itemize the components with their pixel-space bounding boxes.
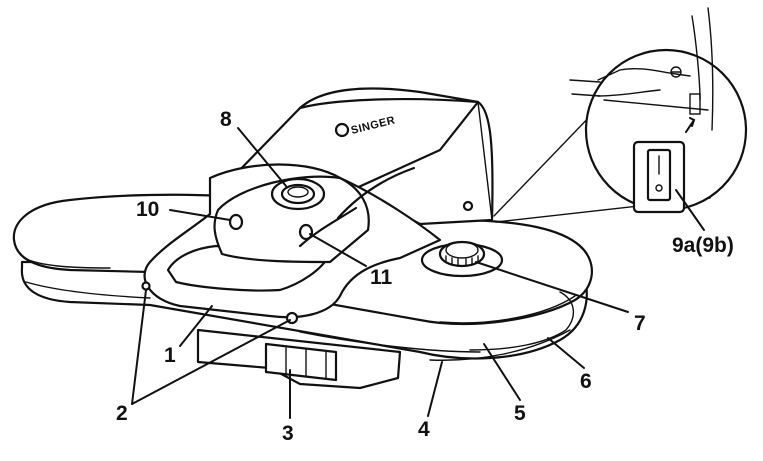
callout-1: 1 (164, 344, 176, 367)
callout-labels: 8 10 11 7 9a(9b) 1 2 3 4 5 6 (116, 108, 734, 445)
press-arm: SINGER (141, 87, 494, 325)
callout-11: 11 (370, 266, 393, 289)
leader-lines (131, 127, 705, 419)
callout-6: 6 (580, 370, 592, 393)
screw-icon (462, 200, 474, 212)
callout-9a-9b: 9a(9b) (672, 234, 734, 257)
callout-2: 2 (116, 402, 128, 425)
callout-4: 4 (418, 418, 430, 441)
indicator-light-10-icon (228, 213, 244, 231)
screw-icon (141, 281, 151, 291)
callout-7: 7 (634, 312, 646, 335)
callout-3: 3 (282, 422, 294, 445)
power-switch-inset (493, 7, 748, 223)
callout-8: 8 (220, 108, 232, 131)
callout-5: 5 (514, 402, 526, 425)
indicator-light-11-icon (298, 223, 314, 241)
callout-10: 10 (136, 198, 159, 221)
brand-logo-icon (334, 122, 350, 138)
temperature-dial (420, 240, 504, 278)
